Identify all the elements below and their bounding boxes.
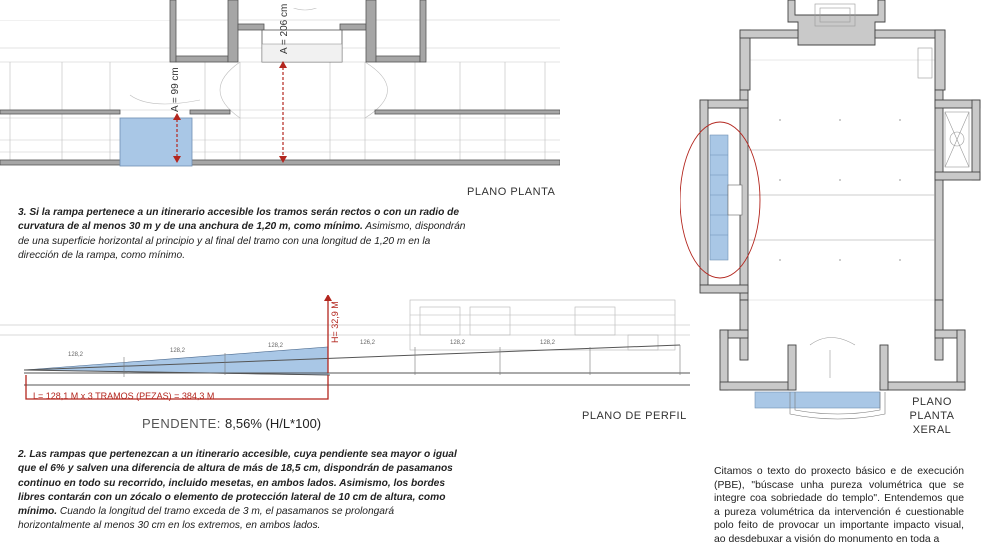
- profile-caption: PLANO DE PERFIL: [582, 410, 687, 422]
- floorplan-drawing: [680, 0, 981, 420]
- dim-a99-label: A = 99 cm: [170, 67, 181, 112]
- profile-tick-3: 128,2: [268, 343, 284, 349]
- note-2-regular: Cuando la longitud del tramo exceda de 3…: [18, 506, 395, 532]
- note-3-bold: 3. Si la rampa pertenece a un itinerario…: [18, 207, 460, 233]
- profile-height-label: H= 32,9 M: [330, 301, 340, 343]
- floorplan-caption-line1: PLANO: [912, 396, 952, 408]
- profile-length-label: L= 128,1 M x 3 TRAMOS (PEZAS) = 384,3 M: [33, 391, 214, 401]
- note-3: 3. Si la rampa pertenece a un itinerario…: [18, 206, 466, 263]
- note-2-bold: 2. Las rampas que pertenezcan a un itine…: [18, 449, 457, 518]
- dim-a206-label: A = 206 cm: [279, 4, 290, 54]
- profile-drawing: 128,2 128,2 128,2 126,2 128,2 128,2 H= 3…: [0, 295, 690, 401]
- floorplan-caption-line2: PLANTA XERAL: [909, 410, 955, 436]
- profile-tick-5: 128,2: [450, 340, 466, 346]
- plan-caption: PLANO PLANTA: [467, 186, 556, 198]
- quote-paragraph: Citamos o texto do proxecto básico e de …: [714, 466, 964, 545]
- slope-value: 8,56% (H/L*100): [225, 416, 322, 431]
- profile-tick-1: 128,2: [68, 352, 84, 358]
- profile-tick-4: 126,2: [360, 340, 376, 346]
- floorplan-caption: PLANO PLANTA XERAL: [890, 395, 974, 437]
- note-2: 2. Las rampas que pertenezcan a un itine…: [18, 448, 466, 534]
- slope-label: PENDENTE:: [142, 416, 226, 431]
- slope-row: PENDENTE: 8,56% (H/L*100): [142, 416, 321, 431]
- plan-drawing: A = 99 cm A = 206 cm: [0, 0, 560, 167]
- profile-tick-2: 128,2: [170, 348, 186, 354]
- note-3-regular: Asimismo, dispondrán de una superficie h…: [18, 221, 466, 261]
- profile-tick-6: 128,2: [540, 340, 556, 346]
